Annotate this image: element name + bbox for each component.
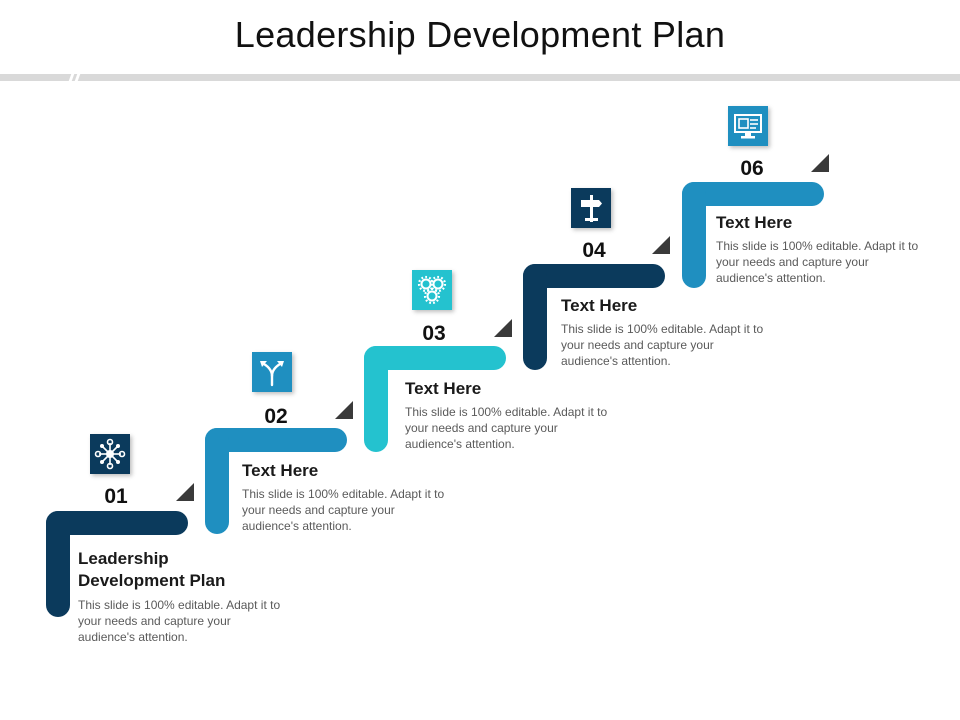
arrow-icon bbox=[494, 319, 512, 337]
step-heading: Leadership Development Plan bbox=[78, 549, 226, 590]
arrow-icon bbox=[335, 401, 353, 419]
step-number: 06 bbox=[740, 157, 764, 180]
gears-icon bbox=[412, 270, 452, 310]
split-arrows-icon bbox=[252, 352, 292, 392]
step-bar-vertical bbox=[364, 346, 388, 452]
step-number: 01 bbox=[104, 485, 128, 508]
step-heading: Text Here bbox=[242, 461, 319, 480]
step-description: This slide is 100% editable. Adapt it to… bbox=[242, 487, 445, 533]
step-description: This slide is 100% editable. Adapt it to… bbox=[405, 405, 608, 451]
step-description: This slide is 100% editable. Adapt it to… bbox=[78, 598, 281, 644]
monitor-icon bbox=[728, 106, 768, 146]
step-bar-vertical bbox=[523, 264, 547, 370]
slide-title: Leadership Development Plan bbox=[234, 14, 726, 55]
step-heading: Text Here bbox=[561, 296, 638, 315]
arrow-icon bbox=[811, 154, 829, 172]
arrow-icon bbox=[176, 483, 194, 501]
step-number: 03 bbox=[422, 322, 446, 345]
title-divider bbox=[0, 74, 960, 81]
step-heading: Text Here bbox=[405, 379, 482, 398]
step-description: This slide is 100% editable. Adapt it to… bbox=[561, 322, 764, 368]
step-bar-vertical bbox=[46, 511, 70, 617]
step-bar-vertical bbox=[205, 428, 229, 534]
arrow-icon bbox=[652, 236, 670, 254]
signpost-icon bbox=[571, 188, 611, 228]
step-number: 04 bbox=[582, 239, 606, 262]
step-number: 02 bbox=[264, 405, 288, 428]
step-heading: Text Here bbox=[716, 213, 793, 232]
network-icon bbox=[90, 434, 130, 474]
step-description: This slide is 100% editable. Adapt it to… bbox=[716, 239, 919, 285]
step-bar-vertical bbox=[682, 182, 706, 288]
